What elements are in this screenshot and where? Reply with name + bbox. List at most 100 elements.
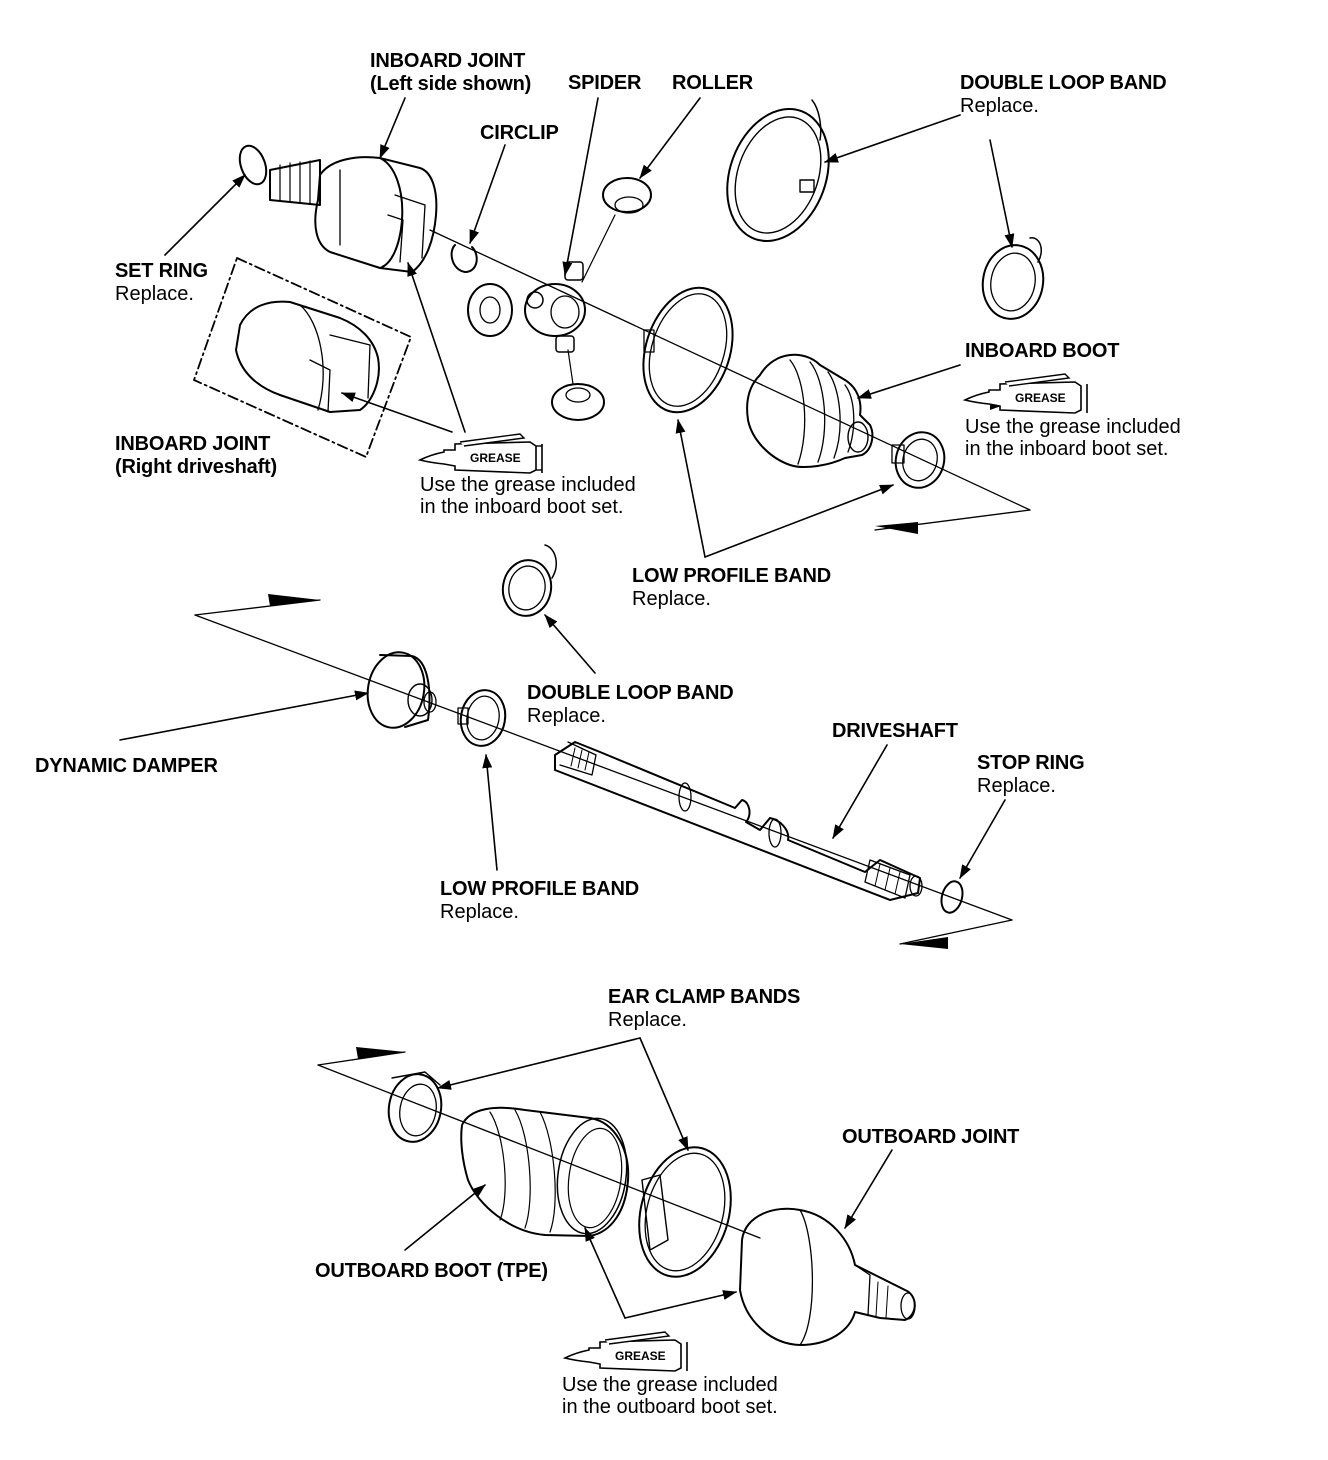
leader-dynamic-damper (119, 690, 369, 741)
leader-low-profile-band-mid (482, 754, 498, 871)
label-double-loop-band-mid: DOUBLE LOOP BAND Replace. (527, 682, 734, 728)
label-title: DOUBLE LOOP BAND (960, 72, 1167, 94)
label-title: LOW PROFILE BAND (632, 565, 832, 587)
double-loop-band-large-part (726, 99, 830, 242)
leader-low-profile-band-top-2 (704, 484, 894, 558)
inboard-boot-part (746, 353, 874, 468)
right-driveshaft-joint-box (193, 257, 412, 458)
label-title: SPIDER (568, 72, 642, 94)
label-title: LOW PROFILE BAND (440, 878, 640, 900)
low-profile-band-mid-part (457, 689, 507, 747)
label-sub: (Right driveshaft) (115, 456, 277, 478)
label-title: DOUBLE LOOP BAND (527, 682, 734, 704)
leader-driveshaft (832, 744, 888, 839)
grease-tube-label-1: GREASE (470, 451, 521, 465)
leader-roller (639, 97, 701, 179)
label-set-ring: SET RING Replace. (115, 260, 208, 306)
label-title: ROLLER (672, 72, 754, 94)
grease-tube-icon: GREASE (962, 373, 1088, 414)
label-inboard-boot: INBOARD BOOT (965, 340, 1119, 363)
label-low-profile-band-top: LOW PROFILE BAND Replace. (632, 565, 831, 611)
label-ear-clamp-bands: EAR CLAMP BANDS Replace. (608, 986, 800, 1032)
low-profile-band-small-part (891, 431, 946, 489)
label-dynamic-damper: DYNAMIC DAMPER (35, 755, 218, 778)
label-title: OUTBOARD BOOT (TPE) (315, 1260, 548, 1282)
label-sub: Replace. (960, 95, 1039, 117)
label-sub: (Left side shown) (370, 73, 532, 95)
grease-tube-label-3: GREASE (615, 1349, 666, 1363)
leader-outboard-boot (404, 1184, 486, 1251)
axis-line-bottom (317, 1064, 761, 1239)
ear-clamp-band-small-part (387, 1071, 443, 1143)
dynamic-damper-part (366, 651, 437, 729)
set-ring-part (238, 144, 268, 186)
spider-part (524, 261, 586, 353)
label-inboard-joint-left: INBOARD JOINT (Left side shown) (370, 50, 531, 96)
label-circlip: CIRCLIP (480, 122, 559, 145)
leader-spider (562, 97, 599, 276)
leader-inboard-boot (857, 364, 961, 399)
axis-line-middle (194, 614, 1013, 921)
leader-ear-clamp-bands-2 (639, 1037, 689, 1151)
label-double-loop-band-top: DOUBLE LOOP BAND Replace. (960, 72, 1167, 118)
continuation-arrow-mid-left (268, 594, 320, 606)
axis-line-top (429, 229, 1031, 511)
roller-part (467, 177, 652, 421)
leader-ear-clamp-bands-1 (437, 1037, 641, 1090)
low-profile-band-large-part (642, 286, 734, 414)
circlip-part (450, 244, 478, 273)
outboard-boot-part (460, 1106, 630, 1237)
grease-tube-icon: GREASE (562, 1331, 688, 1372)
label-title: STOP RING (977, 752, 1085, 774)
label-low-profile-band-mid: LOW PROFILE BAND Replace. (440, 878, 639, 924)
label-sub: Replace. (440, 901, 519, 923)
leader-low-profile-band-top-1 (675, 419, 706, 558)
leader-inboard-joint-grease-2 (341, 392, 453, 433)
note-line: in the inboard boot set. (965, 438, 1169, 460)
leader-circlip (469, 144, 506, 244)
note-line: Use the grease included (420, 474, 636, 496)
inboard-joint-right-part (235, 300, 380, 413)
label-title: OUTBOARD JOINT (842, 1126, 1020, 1148)
double-loop-band-small-part (981, 237, 1045, 320)
label-title: INBOARD JOINT (370, 50, 526, 72)
note-line: Use the grease included (965, 416, 1181, 438)
double-loop-band-mid-part (501, 544, 557, 617)
stop-ring-part (940, 880, 964, 914)
label-stop-ring: STOP RING Replace. (977, 752, 1085, 798)
grease-tube-icon: GREASE (417, 433, 543, 474)
continuation-arrow-bottom (356, 1047, 405, 1059)
label-inboard-joint-right: INBOARD JOINT (Right driveshaft) (115, 433, 277, 479)
grease-note-inboard-boot: Use the grease included in the inboard b… (965, 416, 1181, 460)
leader-outboard-grease-2 (624, 1290, 737, 1319)
inboard-joint-left-part (269, 156, 438, 273)
driveshaft-part (554, 741, 923, 901)
ear-clamp-band-large-part (638, 1146, 732, 1278)
continuation-arrow-mid-right (900, 937, 948, 949)
label-sub: Replace. (977, 775, 1056, 797)
leader-double-loop-band-top-2 (989, 139, 1015, 248)
leader-outboard-joint (844, 1149, 893, 1229)
continuation-arrow-top (875, 522, 918, 534)
label-title: DRIVESHAFT (832, 720, 958, 742)
label-spider: SPIDER (568, 72, 641, 95)
grease-note-inboard-joint: Use the grease included in the inboard b… (420, 474, 636, 518)
label-title: CIRCLIP (480, 122, 559, 144)
label-sub: Replace. (608, 1009, 687, 1031)
leader-outboard-grease-1 (584, 1227, 626, 1319)
label-outboard-boot: OUTBOARD BOOT (TPE) (315, 1260, 548, 1283)
label-sub: Replace. (527, 705, 606, 727)
leader-double-loop-band-top-1 (824, 114, 961, 163)
label-outboard-joint: OUTBOARD JOINT (842, 1126, 1019, 1149)
label-driveshaft: DRIVESHAFT (832, 720, 958, 743)
label-roller: ROLLER (672, 72, 753, 95)
label-title: INBOARD BOOT (965, 340, 1120, 362)
note-line: Use the grease included (562, 1374, 778, 1396)
note-line: in the inboard boot set. (420, 496, 624, 518)
leader-inboard-joint-grease-1 (407, 262, 466, 433)
outboard-joint-part (739, 1207, 916, 1346)
label-title: INBOARD JOINT (115, 433, 271, 455)
label-title: SET RING (115, 260, 208, 282)
